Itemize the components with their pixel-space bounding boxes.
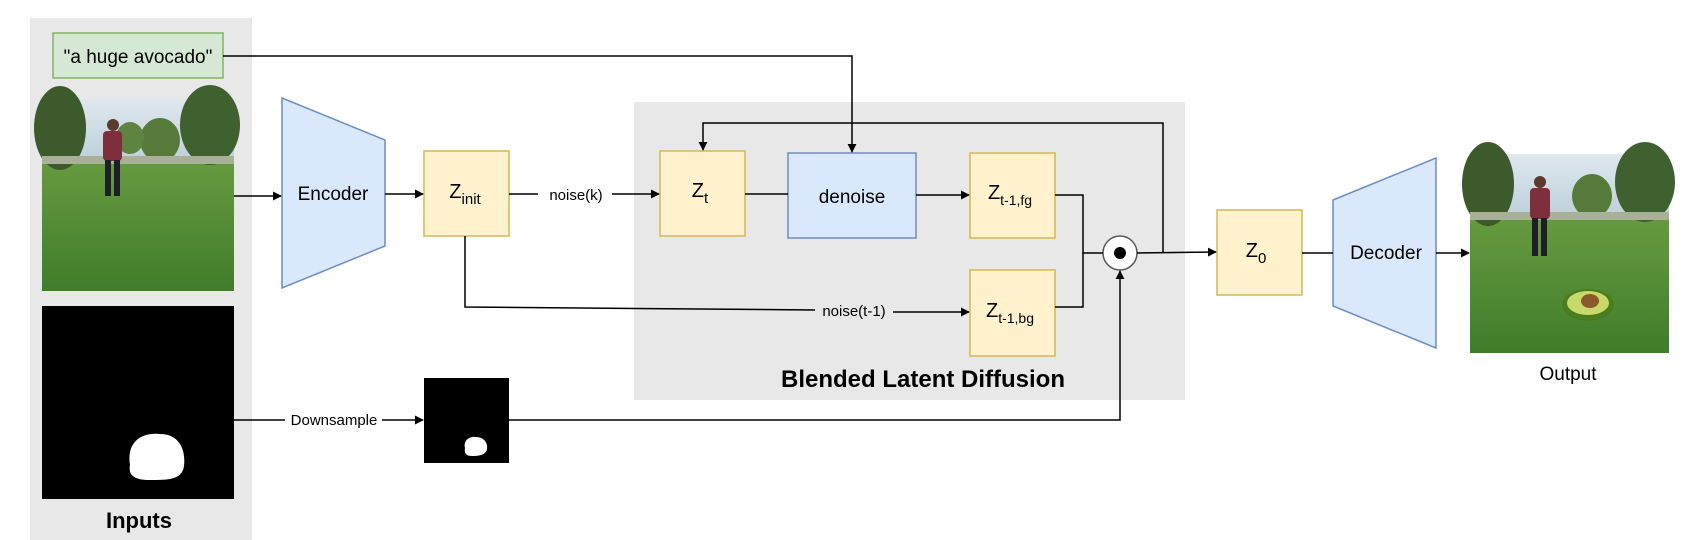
line-zinit-to-noiset1 bbox=[464, 236, 816, 311]
z-init-box bbox=[423, 150, 510, 237]
prompt-text: "a huge avocado" bbox=[64, 47, 213, 68]
noise-t1-label: noise(t-1) bbox=[822, 303, 885, 320]
z-bg-label: Zt-1,bg bbox=[986, 300, 1034, 326]
output-image bbox=[1462, 142, 1675, 353]
noise-k-label: noise(k) bbox=[549, 187, 602, 204]
mask-image bbox=[42, 306, 234, 499]
z-bg-box bbox=[969, 269, 1056, 357]
downsample-label: Downsample bbox=[291, 412, 378, 429]
prompt-box bbox=[52, 32, 224, 79]
arrow-blend-to-z0 bbox=[1136, 247, 1217, 257]
z-init-label: Zinit bbox=[449, 181, 481, 208]
blend-operator-dot bbox=[1114, 247, 1126, 259]
input-image bbox=[34, 85, 240, 291]
z-0-label: Z0 bbox=[1246, 240, 1267, 267]
line-zfg-to-blend bbox=[1055, 194, 1103, 254]
denoise-label: denoise bbox=[819, 187, 886, 208]
inputs-label: Inputs bbox=[106, 508, 172, 533]
downsampled-mask bbox=[424, 378, 509, 463]
arrow-prompt-to-denoise bbox=[223, 55, 857, 153]
z-t-label: Zt bbox=[692, 180, 709, 207]
bld-label: Blended Latent Diffusion bbox=[781, 366, 1065, 393]
denoise-box bbox=[787, 152, 917, 239]
decoder-label: Decoder bbox=[1350, 243, 1422, 264]
z-fg-label: Zt-1,fg bbox=[988, 182, 1032, 208]
z-0-box bbox=[1216, 209, 1303, 296]
blended-latent-diffusion-panel bbox=[634, 102, 1185, 400]
arrow-mask-small-to-blend bbox=[509, 270, 1125, 421]
decoder-shape bbox=[1332, 156, 1437, 350]
output-label: Output bbox=[1539, 364, 1597, 385]
z-fg-box bbox=[969, 152, 1056, 239]
encoder-shape bbox=[281, 96, 386, 290]
line-zbg-to-blend bbox=[1055, 253, 1084, 308]
arrow-feedback-to-zt bbox=[698, 122, 1164, 253]
encoder-label: Encoder bbox=[298, 184, 369, 205]
